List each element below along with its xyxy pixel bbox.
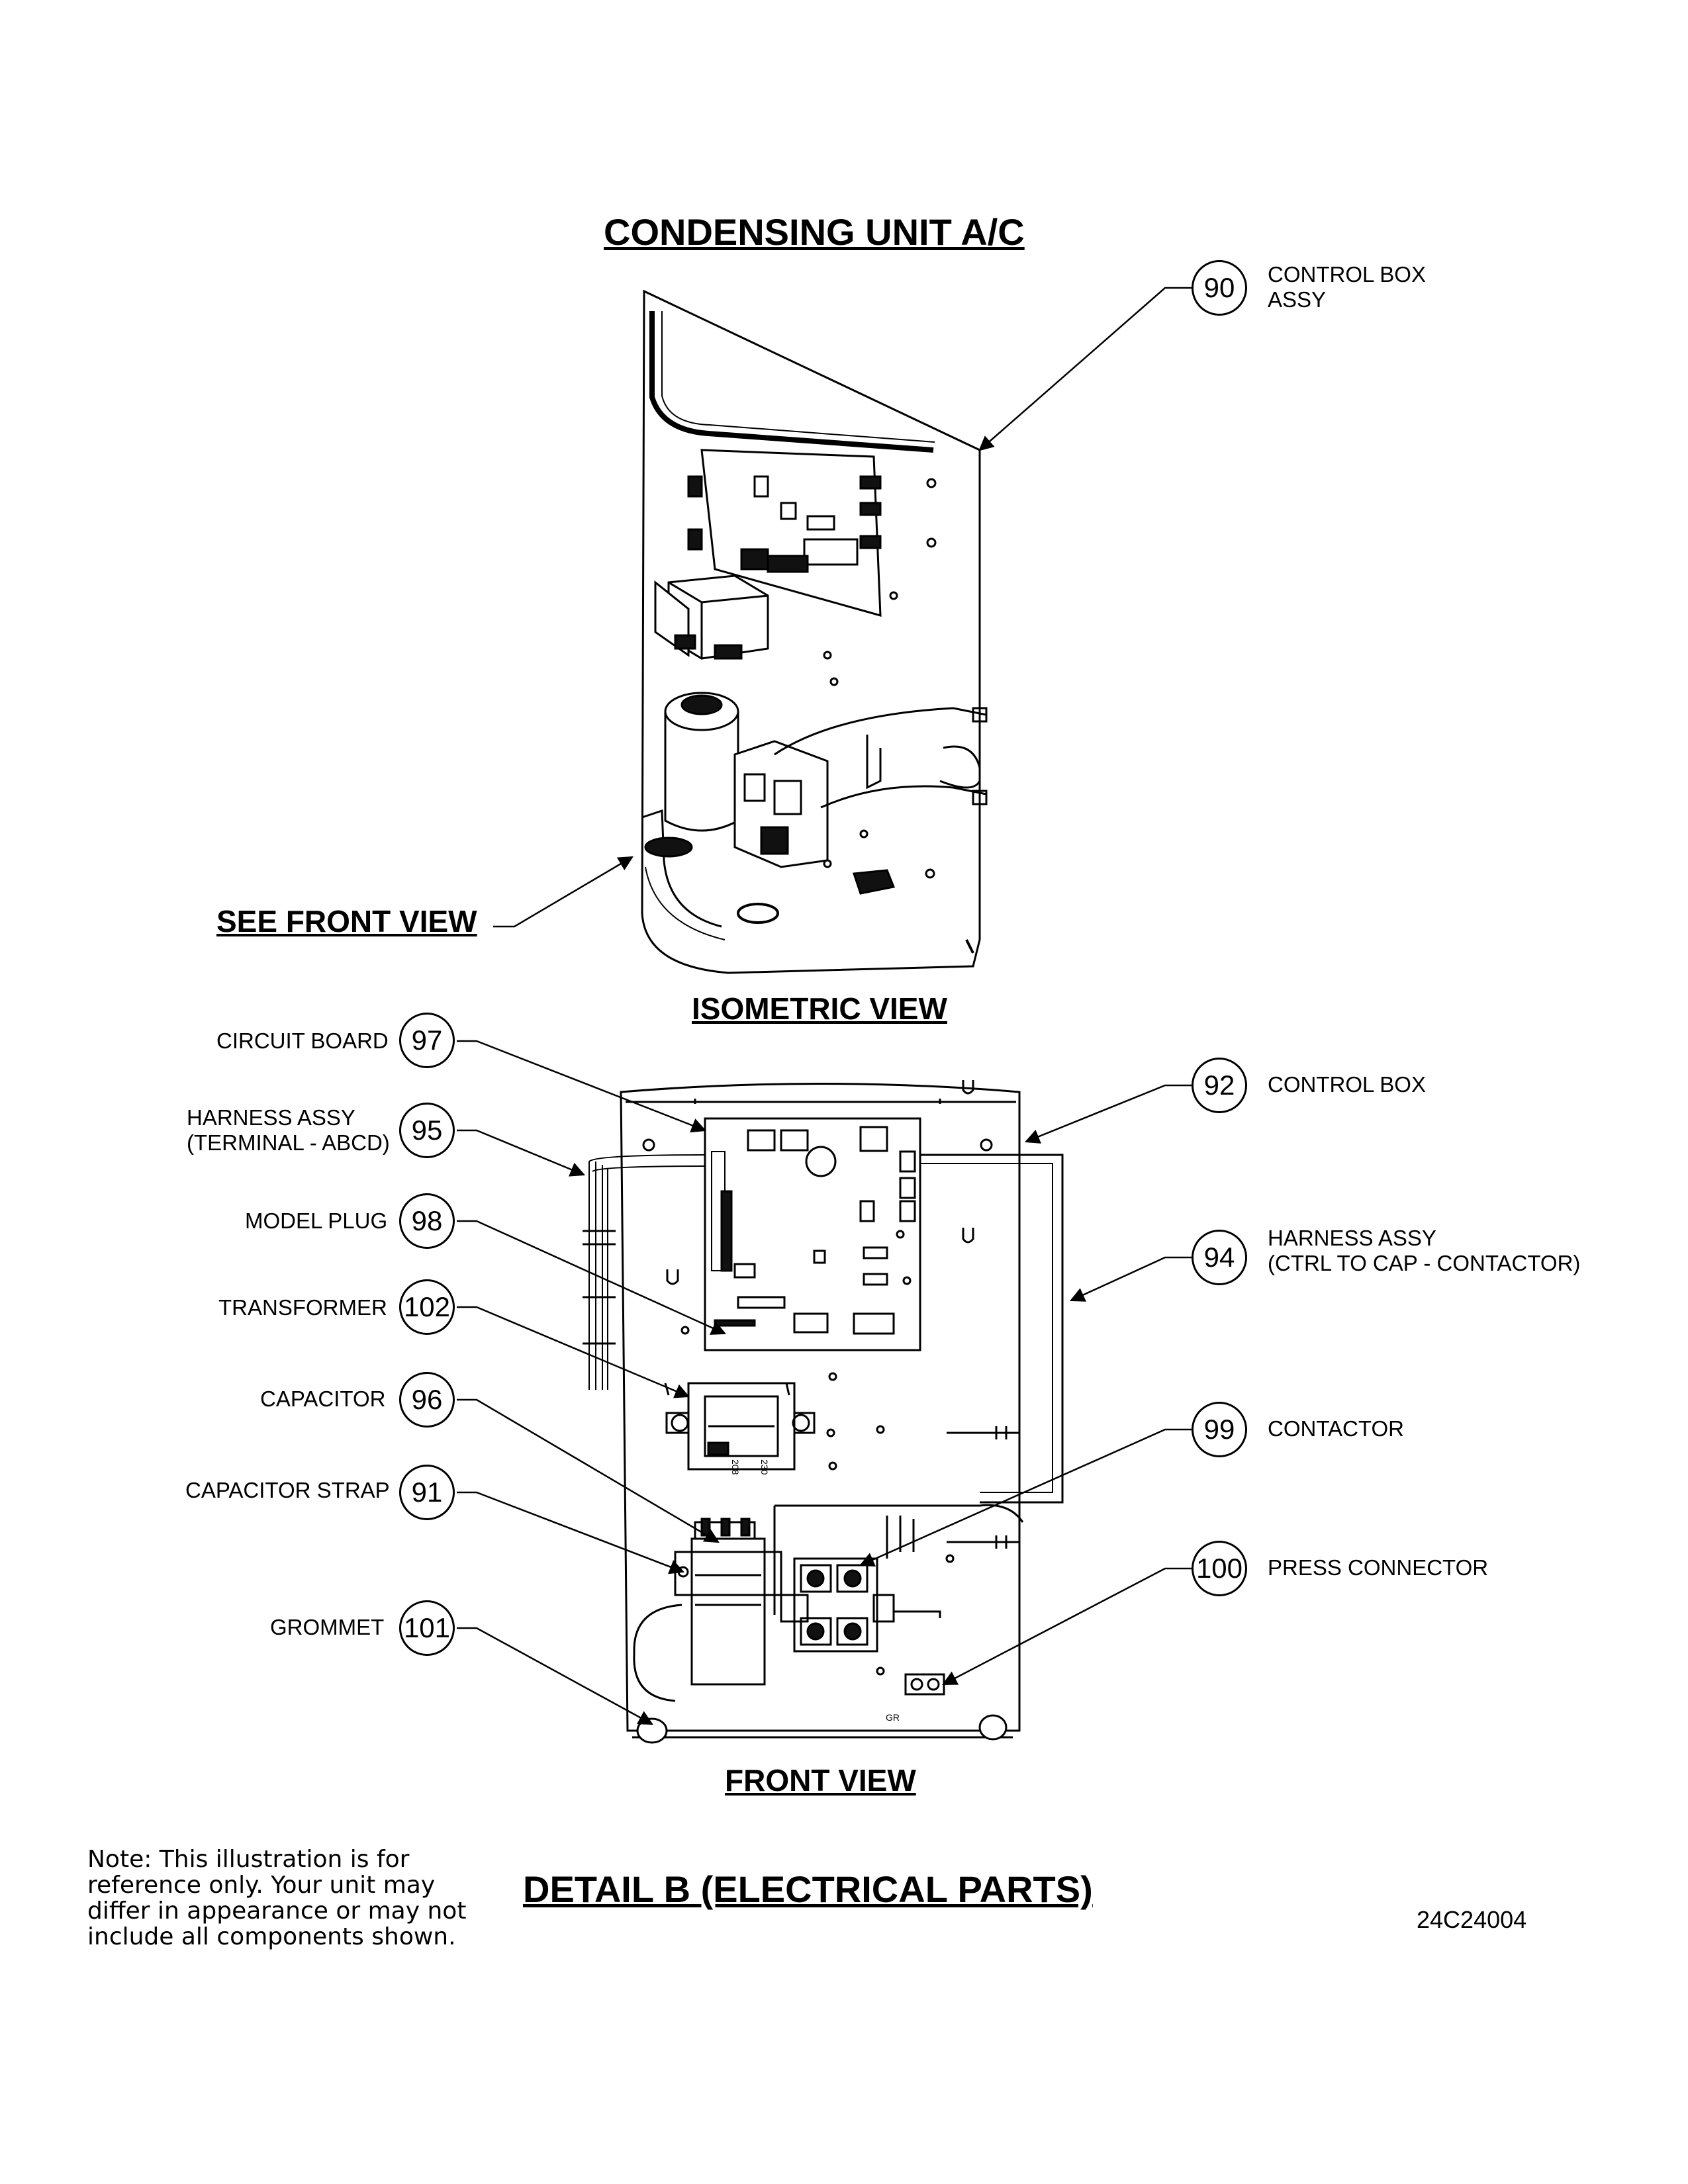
- detail-title: DETAIL B (ELECTRICAL PARTS): [523, 1868, 1093, 1910]
- callout-98-bubble: 98: [399, 1193, 455, 1249]
- callout-96-bubble: 96: [399, 1372, 455, 1428]
- callout-99-label: CONTACTOR: [1268, 1416, 1404, 1441]
- callout-91-label: CAPACITOR STRAP: [185, 1478, 390, 1502]
- leader-lines: [457, 287, 1196, 1725]
- callout-95-bubble: 95: [399, 1103, 455, 1158]
- drawing-code: 24C24004: [1417, 1906, 1527, 1933]
- see-front-view-label: SEE FRONT VIEW: [216, 904, 477, 938]
- front-view-title: FRONT VIEW: [725, 1763, 916, 1797]
- callout-99-bubble: 99: [1192, 1402, 1247, 1457]
- callout-94-bubble: 94: [1192, 1230, 1247, 1285]
- isometric-control-box: [641, 289, 988, 974]
- callout-98-label: MODEL PLUG: [245, 1208, 388, 1233]
- callout-102-bubble: 102: [399, 1279, 455, 1335]
- reference-note: Note: This illustration is for reference…: [87, 1846, 467, 1950]
- callout-95-label: HARNESS ASSY(TERMINAL - ABCD): [187, 1105, 390, 1155]
- ground-mark: GR: [886, 1712, 900, 1723]
- callout-102-label: TRANSFORMER: [218, 1295, 387, 1320]
- callout-101-label: GROMMET: [270, 1615, 385, 1639]
- callout-96-label: CAPACITOR: [260, 1387, 386, 1411]
- transformer-mark-230: 230: [759, 1459, 770, 1475]
- isometric-view-title: ISOMETRIC VIEW: [692, 991, 947, 1026]
- callout-90-bubble: 90: [1192, 260, 1247, 316]
- callout-92-label: CONTROL BOX: [1268, 1072, 1426, 1097]
- main-title: CONDENSING UNIT A/C: [604, 211, 1025, 253]
- callout-101-bubble: 101: [399, 1600, 455, 1656]
- callout-92-bubble: 92: [1192, 1058, 1247, 1113]
- front-view-control-box: [583, 1080, 1064, 1744]
- callout-100-label: PRESS CONNECTOR: [1268, 1555, 1489, 1580]
- transformer-mark-208: 208: [730, 1459, 741, 1475]
- callout-94-label: HARNESS ASSY(CTRL TO CAP - CONTACTOR): [1268, 1226, 1581, 1275]
- callout-100-bubble: 100: [1192, 1541, 1247, 1596]
- callout-97-label: CIRCUIT BOARD: [216, 1028, 389, 1053]
- callout-97-bubble: 97: [399, 1013, 455, 1068]
- callout-91-bubble: 91: [399, 1465, 455, 1520]
